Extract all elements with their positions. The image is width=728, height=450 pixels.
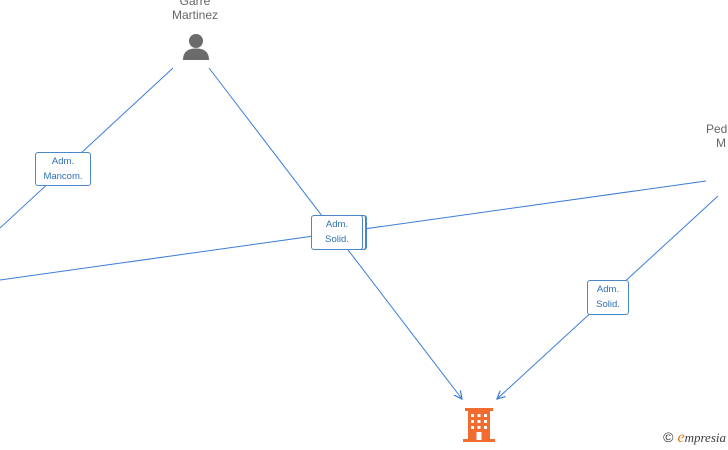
person-icon[interactable] [183,34,209,60]
empresia-watermark: ©empresia [663,429,726,447]
person-name-line2: M [716,136,726,150]
person-name-line1: Garre [179,0,211,8]
building-icon[interactable] [463,408,495,442]
relation-type: Solid. [596,299,620,310]
relation-type: Solid. [325,234,349,245]
copyright-symbol: © [663,429,674,445]
relation-role: Adm. [596,284,620,295]
relation-badge-mancom[interactable]: Adm. Mancom. [35,152,91,186]
brand-name: mpresia [684,430,726,445]
person-name-line2: Martinez [171,8,218,22]
relation-type: Mancom. [43,171,83,182]
edge-garre-to-left [0,67,174,229]
relation-badge-solid-center[interactable]: Adm. Solid. [311,215,363,250]
relation-role: Adm. [325,219,349,230]
person-name-line1: Ped [706,122,728,136]
relation-badge-solid-right[interactable]: Adm. Solid. [587,280,629,315]
brand-initial: e [677,429,685,446]
person-label-pedro[interactable]: Ped M [706,122,728,150]
relation-role: Adm. [51,156,75,167]
person-label-garre[interactable]: Garre Martinez [160,0,230,22]
